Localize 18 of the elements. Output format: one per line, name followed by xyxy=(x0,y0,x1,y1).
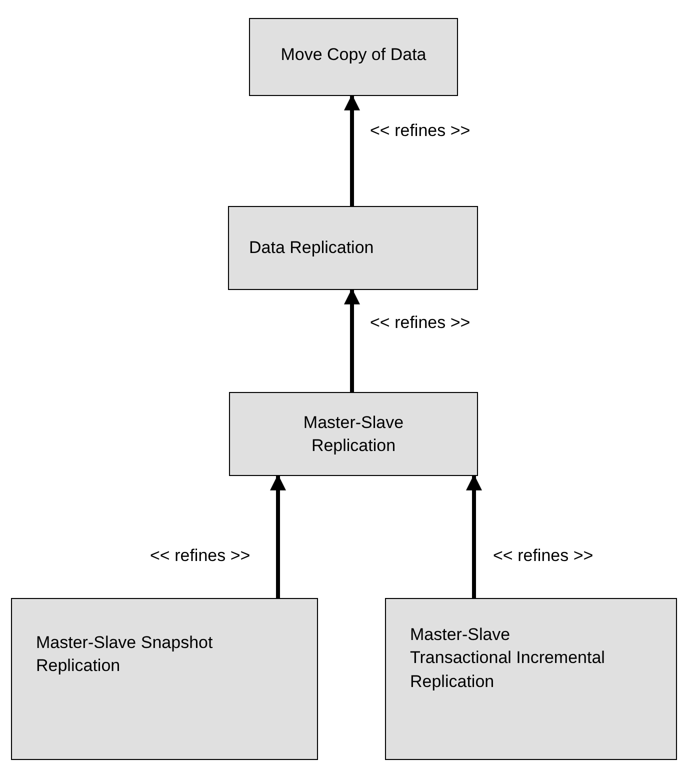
process-box xyxy=(385,598,677,760)
process-box xyxy=(11,598,318,760)
process-box xyxy=(228,206,478,290)
arrow xyxy=(344,288,360,392)
box-label: Data Replication xyxy=(249,237,374,260)
edge-label: << refines >> xyxy=(370,312,470,334)
edge-label: << refines >> xyxy=(370,120,470,142)
box-label: Master-Slave Transactional Incremental Replication xyxy=(410,624,606,693)
box-label: Master-Slave Snapshot Replication xyxy=(36,632,214,678)
process-box xyxy=(249,18,458,96)
arrow xyxy=(344,94,360,206)
box-label: Move Copy of Data xyxy=(280,44,426,66)
process-box xyxy=(229,392,478,476)
arrow xyxy=(466,474,482,598)
edge-label: << refines >> xyxy=(150,545,250,567)
edge-label: << refines >> xyxy=(493,545,594,567)
arrow xyxy=(270,474,286,598)
box-label: Master-Slave Replication xyxy=(302,412,405,457)
